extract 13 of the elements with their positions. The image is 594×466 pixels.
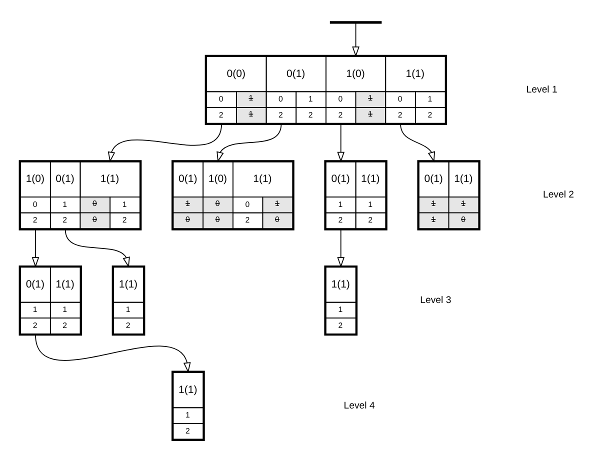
label: Level 2 <box>542 190 574 201</box>
arrow <box>352 22 360 58</box>
arrow <box>35 334 191 373</box>
label: Level 3 <box>420 295 452 306</box>
arrow <box>64 229 130 268</box>
arrow <box>108 124 222 162</box>
arrow <box>337 229 345 268</box>
arrow <box>216 124 282 162</box>
arrow <box>400 124 436 162</box>
label: Level 4 <box>344 400 375 412</box>
arrow <box>32 229 40 268</box>
arrow <box>337 124 345 162</box>
label: Level 1 <box>526 84 558 96</box>
